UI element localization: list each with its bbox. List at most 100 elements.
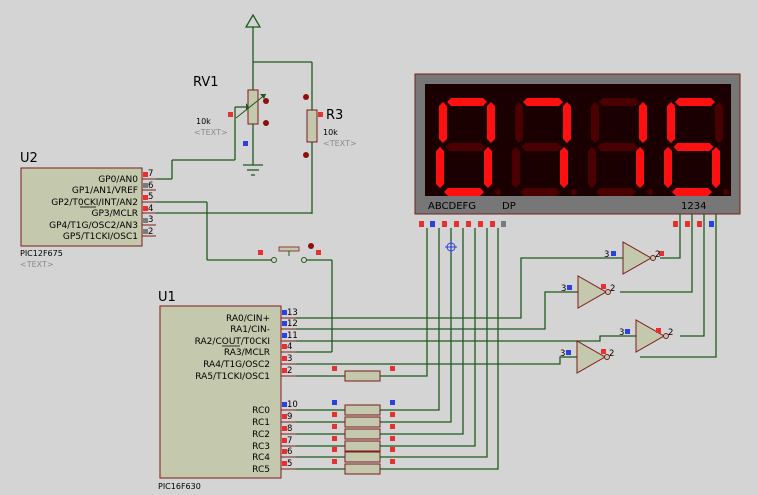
u2-ref: U2 xyxy=(20,151,38,166)
u2-pin[interactable]: GP5/T1CKI/OSC1 2 xyxy=(63,227,156,242)
svg-text:3: 3 xyxy=(148,215,153,225)
segment-b xyxy=(563,102,571,143)
svg-text:RA1/CIN-: RA1/CIN- xyxy=(230,325,270,335)
svg-text:4: 4 xyxy=(148,204,153,214)
segment-e xyxy=(512,147,520,188)
resistor-r3[interactable] xyxy=(303,94,323,214)
u1-pin[interactable]: RA4/T1G/OSC2 3 xyxy=(203,354,296,370)
u1-pin[interactable]: RC1 9 xyxy=(252,412,296,428)
seven-segment-display[interactable] xyxy=(414,73,741,215)
inverter-3[interactable]: 3 2 xyxy=(619,319,673,353)
svg-text:RC5: RC5 xyxy=(252,465,270,475)
chip-u1-pins-c: RC0 10 RC1 9 RC2 8 RC3 7 RC4 6 RC5 5 xyxy=(252,400,298,475)
digit-wires xyxy=(620,214,717,358)
push-button[interactable] xyxy=(258,243,321,263)
segment-g xyxy=(445,143,486,151)
series-resistor[interactable] xyxy=(296,366,395,382)
segment-d xyxy=(596,188,636,196)
u2-pin[interactable]: GP0/AN0 7 xyxy=(98,169,156,185)
u1-pin[interactable]: RC5 5 xyxy=(252,459,296,475)
u1-pin[interactable]: RA5/T1CKI/OSC1 2 xyxy=(195,366,296,382)
segment-f xyxy=(439,102,447,143)
series-resistors xyxy=(296,366,395,475)
svg-text:6: 6 xyxy=(148,181,153,191)
pot-value: 10k xyxy=(196,117,211,126)
segment-g xyxy=(521,143,562,151)
inverter-4[interactable]: 3 2 xyxy=(560,340,614,374)
segment-g xyxy=(597,143,638,151)
u2-part: PIC12F675 xyxy=(20,249,63,258)
display-digit xyxy=(588,98,653,196)
segment-b xyxy=(639,102,647,143)
ground-symbol xyxy=(243,164,263,176)
u2-pin[interactable]: GP2/T0CKI/INT/AN2 5 xyxy=(51,192,156,208)
svg-text:2: 2 xyxy=(668,328,673,338)
digit-pin-labels: 1234 xyxy=(681,201,706,212)
segment-dp xyxy=(647,189,653,195)
u1-pin[interactable]: RA1/CIN- 12 xyxy=(230,319,298,335)
svg-text:3: 3 xyxy=(604,250,609,260)
probe-dot xyxy=(303,94,309,100)
segment-b xyxy=(715,102,723,143)
u2-pin[interactable]: GP1/AN1/VREF 6 xyxy=(72,181,156,196)
segment-a xyxy=(675,98,715,106)
u1-pin[interactable]: RA0/CIN+ 13 xyxy=(226,308,298,324)
chip-u1-body[interactable] xyxy=(159,305,282,479)
svg-text:6: 6 xyxy=(287,447,292,457)
svg-text:RA4/T1G/OSC2: RA4/T1G/OSC2 xyxy=(203,360,270,370)
u2-pin[interactable]: GP3/MCLR 4 xyxy=(80,204,156,219)
series-resistor[interactable] xyxy=(296,400,395,416)
segment-e xyxy=(436,147,444,188)
segment-d xyxy=(520,188,560,196)
svg-text:7: 7 xyxy=(148,169,153,179)
svg-text:RA3/MCLR: RA3/MCLR xyxy=(224,348,270,358)
svg-text:3: 3 xyxy=(287,354,292,364)
u2-pin[interactable]: GP4/T1G/OSC2/AN3 3 xyxy=(49,215,156,231)
svg-text:GP2/T0CKI/INT/AN2: GP2/T0CKI/INT/AN2 xyxy=(51,198,138,208)
svg-text:RC4: RC4 xyxy=(252,453,270,463)
display-pins xyxy=(419,221,714,227)
probe-dot xyxy=(303,152,309,158)
svg-text:RC0: RC0 xyxy=(252,406,270,416)
svg-text:10: 10 xyxy=(287,400,298,410)
junction-marker xyxy=(445,241,457,253)
u1-pin[interactable]: RC2 8 xyxy=(252,424,296,440)
display-digit xyxy=(664,98,729,196)
segment-d xyxy=(672,188,712,196)
svg-text:2: 2 xyxy=(610,284,615,294)
display-digit xyxy=(436,98,501,196)
display-digit xyxy=(512,98,577,196)
svg-text:8: 8 xyxy=(287,424,292,434)
svg-text:GP0/AN0: GP0/AN0 xyxy=(98,175,138,185)
svg-text:3: 3 xyxy=(619,328,624,338)
u1-pin[interactable]: RC4 6 xyxy=(252,447,296,463)
svg-text:GP5/T1CKI/OSC1: GP5/T1CKI/OSC1 xyxy=(63,232,138,242)
svg-text:RA2/COUT/T0CKI: RA2/COUT/T0CKI xyxy=(195,337,270,347)
probe-dot xyxy=(263,98,269,104)
u1-pin[interactable]: RC3 7 xyxy=(252,436,296,452)
u1-pin[interactable]: RA2/COUT/T0CKI 11 xyxy=(195,331,298,347)
svg-text:2: 2 xyxy=(287,366,292,376)
segment-b xyxy=(487,102,495,143)
potentiometer-rv1[interactable] xyxy=(228,89,269,165)
segment-g xyxy=(673,143,714,151)
probe-dot xyxy=(263,120,269,126)
segment-pin-labels: ABCDEFG xyxy=(428,201,476,212)
svg-text:RC3: RC3 xyxy=(252,442,270,452)
segment-a xyxy=(599,98,639,106)
u2-text-placeholder: <TEXT> xyxy=(20,260,54,269)
svg-text:RC1: RC1 xyxy=(252,418,270,428)
u1-pin[interactable]: RC0 10 xyxy=(252,400,298,416)
power-terminal[interactable] xyxy=(244,13,262,34)
pot-ref: RV1 xyxy=(193,75,219,90)
segment-dp xyxy=(723,189,729,195)
pot-pin-marker xyxy=(228,112,233,117)
svg-text:2: 2 xyxy=(148,227,153,237)
inverter-1[interactable]: 3 2 xyxy=(604,241,664,275)
segment-bus xyxy=(380,228,499,470)
segment-e xyxy=(588,147,596,188)
svg-text:13: 13 xyxy=(287,308,298,318)
inverter-2[interactable]: 3 2 xyxy=(561,275,615,309)
u1-pin[interactable]: RA3/MCLR 4 xyxy=(222,342,296,358)
